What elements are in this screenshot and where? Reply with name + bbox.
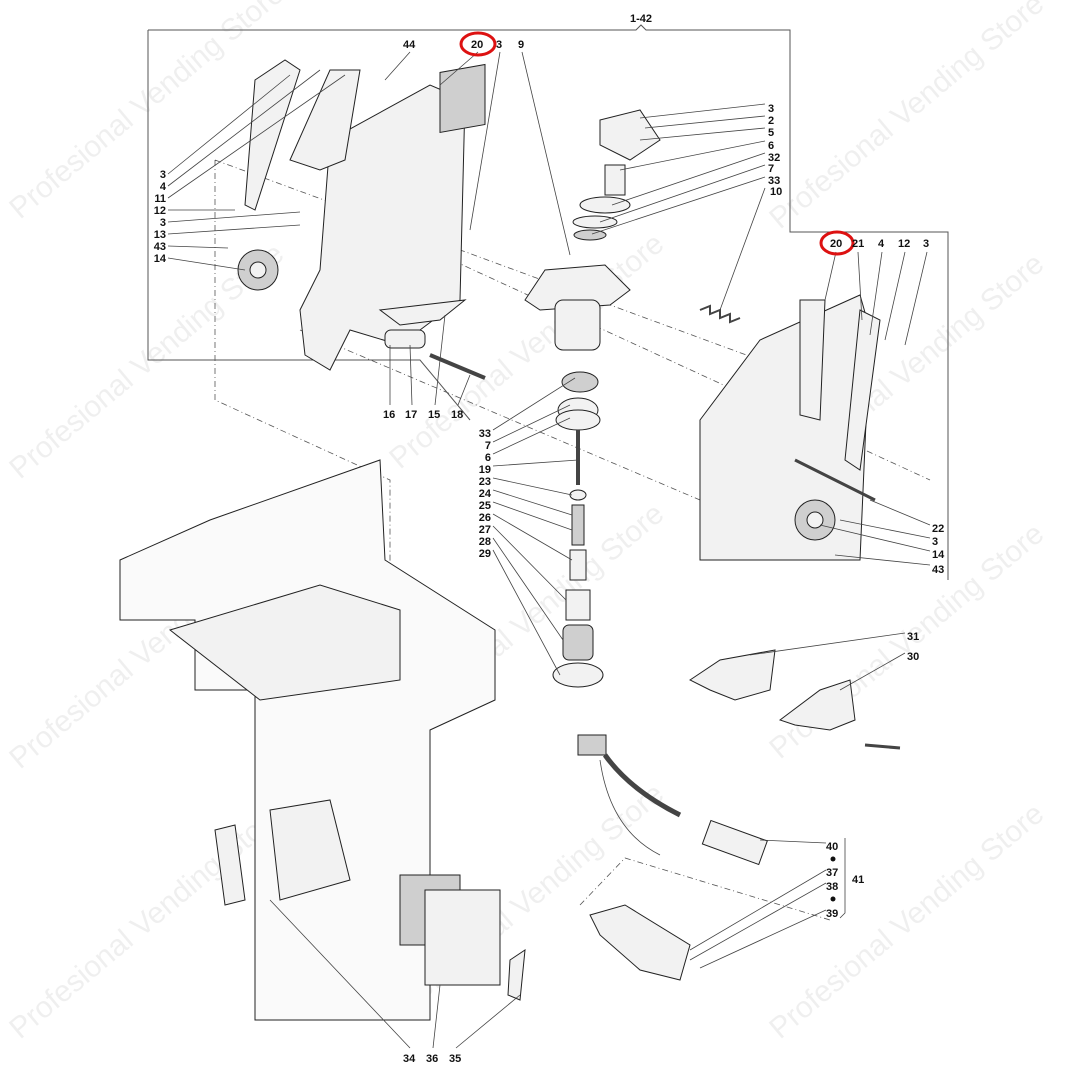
part-label: 12 [898,238,910,250]
spring [699,304,741,324]
watermark: Profesional Vending Store [3,797,290,1045]
part-label: 9 [518,39,524,51]
part-label: 26 [479,512,491,524]
part-label: 18 [451,409,463,421]
part-label: 30 [907,651,919,663]
highlight-circle [459,31,497,57]
part-label: 3 [932,536,938,548]
part-label: 5 [768,127,774,139]
group-label: 41 [852,874,864,886]
part-label: 7 [485,440,491,452]
left-plate [237,59,486,380]
part-label: 23 [479,476,491,488]
right-plate [699,294,881,561]
bracket-30 [778,679,856,731]
part-label: 3 [160,169,166,181]
part-label: 13 [154,229,166,241]
bullet-dot [830,856,836,862]
part-label: 33 [768,175,780,187]
watermark: Profesional Vending Store [763,797,1050,1045]
part-label: 14 [154,253,167,265]
switch-assembly [577,734,831,981]
part-label: 31 [907,631,919,643]
part-label: 27 [479,524,491,536]
part-label: 32 [768,152,780,164]
part-label: 4 [160,181,167,193]
part-label: 4 [878,238,885,250]
motor [399,874,526,1001]
watermark: Profesional Vending Store [763,0,1050,235]
bracket-31 [689,649,776,701]
part-label: 11 [154,193,166,205]
assembly-frame [147,24,949,580]
part-label: 17 [405,409,417,421]
part-label: 12 [154,205,166,217]
part-label: 16 [383,409,395,421]
part-label: 7 [768,163,774,175]
part-label: 25 [479,500,491,512]
part-labels: 1-42 44 20 3 9 3 4 11 12 3 13 43 14 33 7… [154,13,945,1065]
part-label: 36 [426,1053,438,1065]
part-label: 2 [768,115,774,127]
part-label: 43 [154,241,166,253]
part-label: 35 [449,1053,461,1065]
part-label: 43 [932,564,944,576]
part-label: 28 [479,536,491,548]
part-label: 33 [479,428,491,440]
part-label: 44 [403,39,416,51]
part-label: 6 [768,140,774,152]
part-label: 38 [826,881,838,893]
part-label: 15 [428,409,440,421]
part-label: 21 [852,238,864,250]
bullet-dot [830,896,836,902]
part-label: 29 [479,548,491,560]
part-label: 22 [932,523,944,535]
part-label: 40 [826,841,838,853]
part-label: 14 [932,549,945,561]
assembly-label: 1-42 [630,13,652,25]
part-label: 34 [403,1053,416,1065]
axis-line [214,159,931,840]
watermark-layer: Profesional Vending Store Profesional Ve… [3,0,1050,1045]
part-label: 39 [826,908,838,920]
center-valve-assembly [524,109,661,688]
part-label: 3 [923,238,929,250]
highlight-circle [819,230,855,256]
part-label: 37 [826,867,838,879]
part-label: 19 [479,464,491,476]
part-label: 6 [485,452,491,464]
part-label: 24 [479,488,492,500]
part-label-highlighted: 20 [471,39,483,51]
part-label: 3 [160,217,166,229]
leader-lines [167,51,931,1049]
part-label: 10 [770,186,782,198]
part-label: 3 [768,103,774,115]
part-label-highlighted: 20 [830,238,842,250]
part-label: 3 [496,39,502,51]
